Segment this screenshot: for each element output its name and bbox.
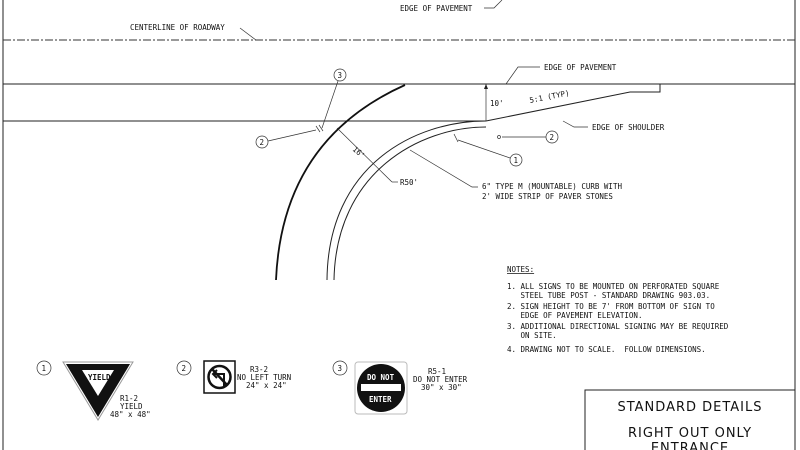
curb-label-line1: 6" TYPE M (MOUNTABLE) CURB WITH: [482, 182, 622, 191]
svg-text:3: 3: [338, 71, 343, 80]
sign-no-left-turn: 2 R3-2 NO LEFT TURN 24" x 24": [176, 360, 291, 394]
svg-text:1: 1: [42, 364, 47, 373]
edge-of-pavement-top-leader: [484, 0, 503, 9]
callout-2-right: 2: [497, 130, 559, 144]
note-4: 4. DRAWING NOT TO SCALE. FOLLOW DIMENSIO…: [507, 345, 706, 354]
edge-of-pavement-leader: [505, 66, 540, 85]
notes-heading: NOTES:: [507, 265, 534, 274]
title-block: STANDARD DETAILS RIGHT OUT ONLY ENTRANCE: [584, 300, 796, 450]
arrowhead-icon: [484, 84, 488, 89]
curb-leader: [409, 149, 478, 188]
notes: NOTES: 1. ALL SIGNS TO BE MOUNTED ON PER…: [507, 265, 729, 354]
centerline-leader: [239, 27, 257, 41]
note-1: 1. ALL SIGNS TO BE MOUNTED ON PERFORATED…: [507, 282, 720, 291]
curb-inner-line: [333, 126, 487, 281]
svg-text:48" x 48": 48" x 48": [110, 410, 151, 419]
outer-edge-curve: [275, 84, 406, 281]
callout-3: 3: [315, 68, 347, 133]
svg-text:30" x 30": 30" x 30": [421, 383, 462, 392]
taper-line: [485, 84, 661, 122]
svg-text:R3-2: R3-2: [250, 365, 268, 374]
callout-1: 1: [453, 133, 523, 167]
edge-of-pavement-top-label: EDGE OF PAVEMENT: [400, 4, 473, 13]
note-2: 2. SIGN HEIGHT TO BE 7' FROM BOTTOM OF S…: [507, 302, 715, 311]
svg-text:2: 2: [260, 138, 265, 147]
svg-text:24" x 24": 24" x 24": [246, 381, 287, 390]
curb-label-line2: 2' WIDE STRIP OF PAVER STONES: [482, 192, 613, 201]
dimension-10ft-label: 10': [490, 99, 504, 108]
dimension-16ft: [336, 127, 393, 183]
note-3-cont: ON SITE.: [507, 331, 557, 340]
svg-text:3: 3: [338, 364, 343, 373]
taper-label: 5:1 (TYP): [529, 88, 571, 105]
svg-text:R5-1: R5-1: [428, 367, 446, 376]
edge-of-pavement-label: EDGE OF PAVEMENT: [544, 63, 617, 72]
svg-text:1: 1: [514, 156, 519, 165]
svg-text:ENTER: ENTER: [369, 395, 392, 404]
svg-text:YIELD: YIELD: [120, 402, 143, 411]
callout-2-left: 2: [255, 129, 317, 149]
curb-outer-line: [326, 120, 487, 281]
centerline-label: CENTERLINE OF ROADWAY: [130, 23, 225, 32]
svg-text:R1-2: R1-2: [120, 394, 138, 403]
svg-text:DO NOT ENTER: DO NOT ENTER: [413, 375, 468, 384]
dimension-16ft-label: 16': [351, 145, 367, 161]
note-2-cont: EDGE OF PAVEMENT ELEVATION.: [507, 311, 642, 320]
svg-text:YIELD: YIELD: [88, 373, 111, 382]
sign-do-not-enter: 3 DO NOT ENTER R5-1 DO NOT ENTER 30" x 3…: [332, 360, 468, 415]
edge-of-shoulder-label: EDGE OF SHOULDER: [592, 123, 665, 132]
title-line2: RIGHT OUT ONLY: [628, 426, 752, 441]
note-1-cont: STEEL TUBE POST - STANDARD DRAWING 903.0…: [507, 291, 710, 300]
svg-text:2: 2: [550, 133, 555, 142]
radius-label: R50': [400, 178, 418, 187]
svg-text:NO LEFT TURN: NO LEFT TURN: [237, 373, 291, 382]
sign-yield: 1 YIELD R1-2 YIELD 48" x 48": [36, 360, 151, 421]
title-line1: STANDARD DETAILS: [617, 400, 762, 415]
title-line3: ENTRANCE: [651, 441, 729, 450]
svg-text:DO NOT: DO NOT: [367, 373, 395, 382]
edge-of-shoulder-leader: [562, 120, 588, 128]
svg-text:2: 2: [182, 364, 187, 373]
note-3: 3. ADDITIONAL DIRECTIONAL SIGNING MAY BE…: [507, 322, 729, 331]
